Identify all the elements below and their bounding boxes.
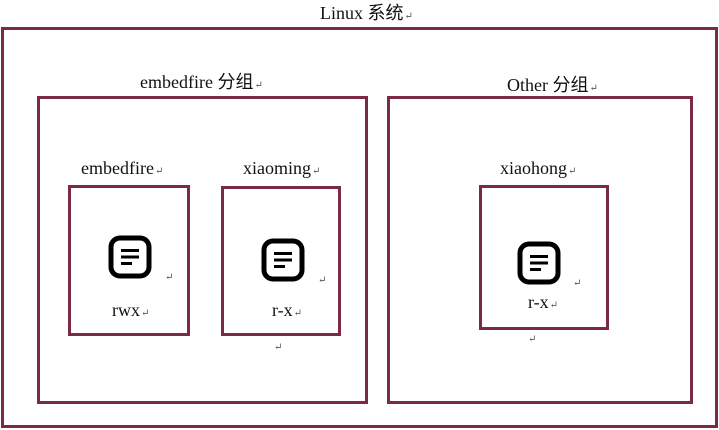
- paragraph-mark-icon: ↵: [154, 166, 164, 177]
- permission-xiaohong: r-x↵: [528, 292, 558, 316]
- paragraph-mark-icon: ↵: [293, 308, 303, 319]
- paragraph-mark-icon: ↵: [549, 300, 559, 311]
- permission-text: r-x: [272, 300, 293, 320]
- paragraph-mark-icon: ↵: [589, 83, 598, 94]
- user-label-xiaohong: xiaohong↵: [500, 158, 576, 182]
- document-icon: [517, 241, 561, 285]
- user-name-text: xiaohong: [500, 158, 567, 178]
- user-box-embedfire: [68, 185, 190, 336]
- paragraph-mark-icon: ↵: [318, 275, 327, 286]
- permission-text: rwx: [112, 300, 140, 320]
- permission-text: r-x: [528, 292, 549, 312]
- group-box-embedfire: [37, 96, 368, 404]
- user-name-text: xiaoming: [243, 158, 311, 178]
- user-box-xiaoming: [221, 186, 341, 336]
- permission-xiaoming: r-x↵: [272, 300, 302, 324]
- paragraph-mark-icon: ↵: [528, 334, 537, 345]
- user-label-embedfire: embedfire↵: [81, 158, 163, 182]
- user-box-xiaohong: [479, 185, 609, 330]
- group-title-embedfire: embedfire 分组↵: [140, 72, 263, 96]
- paragraph-mark-icon: ↵: [254, 80, 263, 91]
- group-title-other: Other 分组↵: [507, 75, 598, 99]
- paragraph-mark-icon: ↵: [404, 11, 413, 22]
- user-label-xiaoming: xiaoming↵: [243, 158, 320, 182]
- document-icon: [108, 235, 152, 279]
- paragraph-mark-icon: ↵: [568, 166, 577, 177]
- paragraph-mark-icon: ↵: [573, 278, 582, 289]
- paragraph-mark-icon: ↵: [141, 308, 150, 319]
- system-title: Linux 系统↵: [320, 3, 413, 27]
- system-title-text: Linux 系统: [320, 3, 404, 23]
- group-box-other: [387, 96, 693, 404]
- paragraph-mark-icon: ↵: [274, 342, 283, 353]
- group-title-text: Other 分组: [507, 75, 589, 95]
- group-title-text: embedfire 分组: [140, 72, 254, 92]
- user-name-text: embedfire: [81, 158, 154, 178]
- paragraph-mark-icon: ↵: [312, 166, 321, 177]
- document-icon: [261, 238, 305, 282]
- paragraph-mark-icon: ↵: [165, 272, 174, 283]
- permission-embedfire: rwx↵: [112, 300, 149, 324]
- linux-system-box: [1, 27, 718, 428]
